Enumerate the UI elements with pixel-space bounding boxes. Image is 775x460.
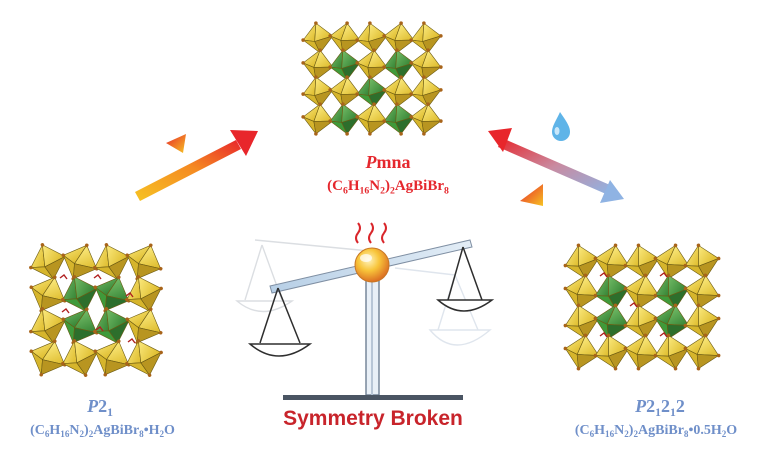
- ag-octahedron: [328, 102, 362, 136]
- transition-arrow-left: [135, 130, 258, 201]
- balance-scale-illustration: [235, 239, 495, 400]
- heat-triangle-icon: [520, 184, 543, 206]
- bi-octahedron: [623, 333, 661, 371]
- symmetry-broken-caption: Symmetry Broken: [283, 407, 463, 430]
- ag-octahedron: [653, 273, 691, 311]
- bi-octahedron: [653, 333, 691, 371]
- bi-octahedron: [301, 48, 335, 82]
- bi-octahedron: [93, 339, 131, 377]
- water-molecule: [659, 272, 668, 278]
- bi-octahedron: [29, 307, 67, 345]
- bi-octahedron: [125, 339, 163, 377]
- ag-octahedron: [382, 48, 416, 82]
- water-molecule: [61, 308, 70, 314]
- ag-octahedron: [382, 102, 416, 136]
- bi-octahedron: [125, 275, 163, 313]
- space-group-p21212: P21212: [635, 396, 685, 420]
- bi-octahedron: [61, 243, 99, 281]
- ag-octahedron: [328, 48, 362, 82]
- crystal-structure-pmna: [301, 21, 443, 136]
- bi-octahedron: [683, 243, 721, 281]
- water-molecule: [599, 272, 608, 278]
- bi-octahedron: [409, 75, 443, 109]
- space-group-pmna: Pmna: [365, 152, 411, 172]
- bi-octahedron: [563, 243, 601, 281]
- bi-octahedron: [125, 243, 163, 281]
- bi-octahedron: [29, 243, 67, 281]
- space-group-p21: P21: [87, 396, 113, 420]
- bi-octahedron: [563, 273, 601, 311]
- water-molecule: [95, 326, 104, 332]
- transition-arrow-right: [488, 128, 624, 203]
- bi-octahedron: [328, 21, 362, 55]
- water-molecule: [629, 302, 638, 308]
- ag-octahedron: [355, 75, 389, 109]
- bi-octahedron: [683, 333, 721, 371]
- ag-octahedron: [93, 307, 131, 345]
- bi-octahedron: [61, 339, 99, 377]
- water-molecule: [127, 338, 136, 344]
- crystal-structure-p21: [29, 243, 163, 377]
- bi-octahedron: [382, 21, 416, 55]
- bi-octahedron: [125, 307, 163, 345]
- bi-octahedron: [355, 21, 389, 55]
- water-molecule: [59, 274, 68, 280]
- bi-octahedron: [93, 243, 131, 281]
- bi-octahedron: [382, 75, 416, 109]
- bi-octahedron: [409, 102, 443, 136]
- ag-octahedron: [61, 307, 99, 345]
- water-molecule: [599, 332, 608, 338]
- bi-octahedron: [623, 303, 661, 341]
- crystal-structure-p21212: [563, 243, 721, 371]
- bi-octahedron: [409, 48, 443, 82]
- bi-octahedron: [301, 102, 335, 136]
- heat-waves-icon: [355, 222, 387, 244]
- water-molecule: [659, 332, 668, 338]
- water-molecule: [125, 292, 134, 298]
- bi-octahedron: [301, 75, 335, 109]
- bi-octahedron: [409, 21, 443, 55]
- ag-octahedron: [61, 275, 99, 313]
- bi-octahedron: [355, 48, 389, 82]
- formula-p21212: (C6H16N2)2AgBiBr8•0.5H2O: [574, 423, 738, 440]
- bi-octahedron: [301, 21, 335, 55]
- bi-octahedron: [623, 243, 661, 281]
- formula-pmna: (C6H16N2)2AgBiBr8: [327, 178, 449, 197]
- heat-triangle-icon: [166, 134, 186, 153]
- formula-p21: (C6H16N2)2AgBiBr8•H2O: [30, 423, 175, 440]
- water-drop-icon: [552, 112, 570, 141]
- water-molecule: [93, 274, 102, 280]
- bi-octahedron: [355, 102, 389, 136]
- bi-octahedron: [328, 75, 362, 109]
